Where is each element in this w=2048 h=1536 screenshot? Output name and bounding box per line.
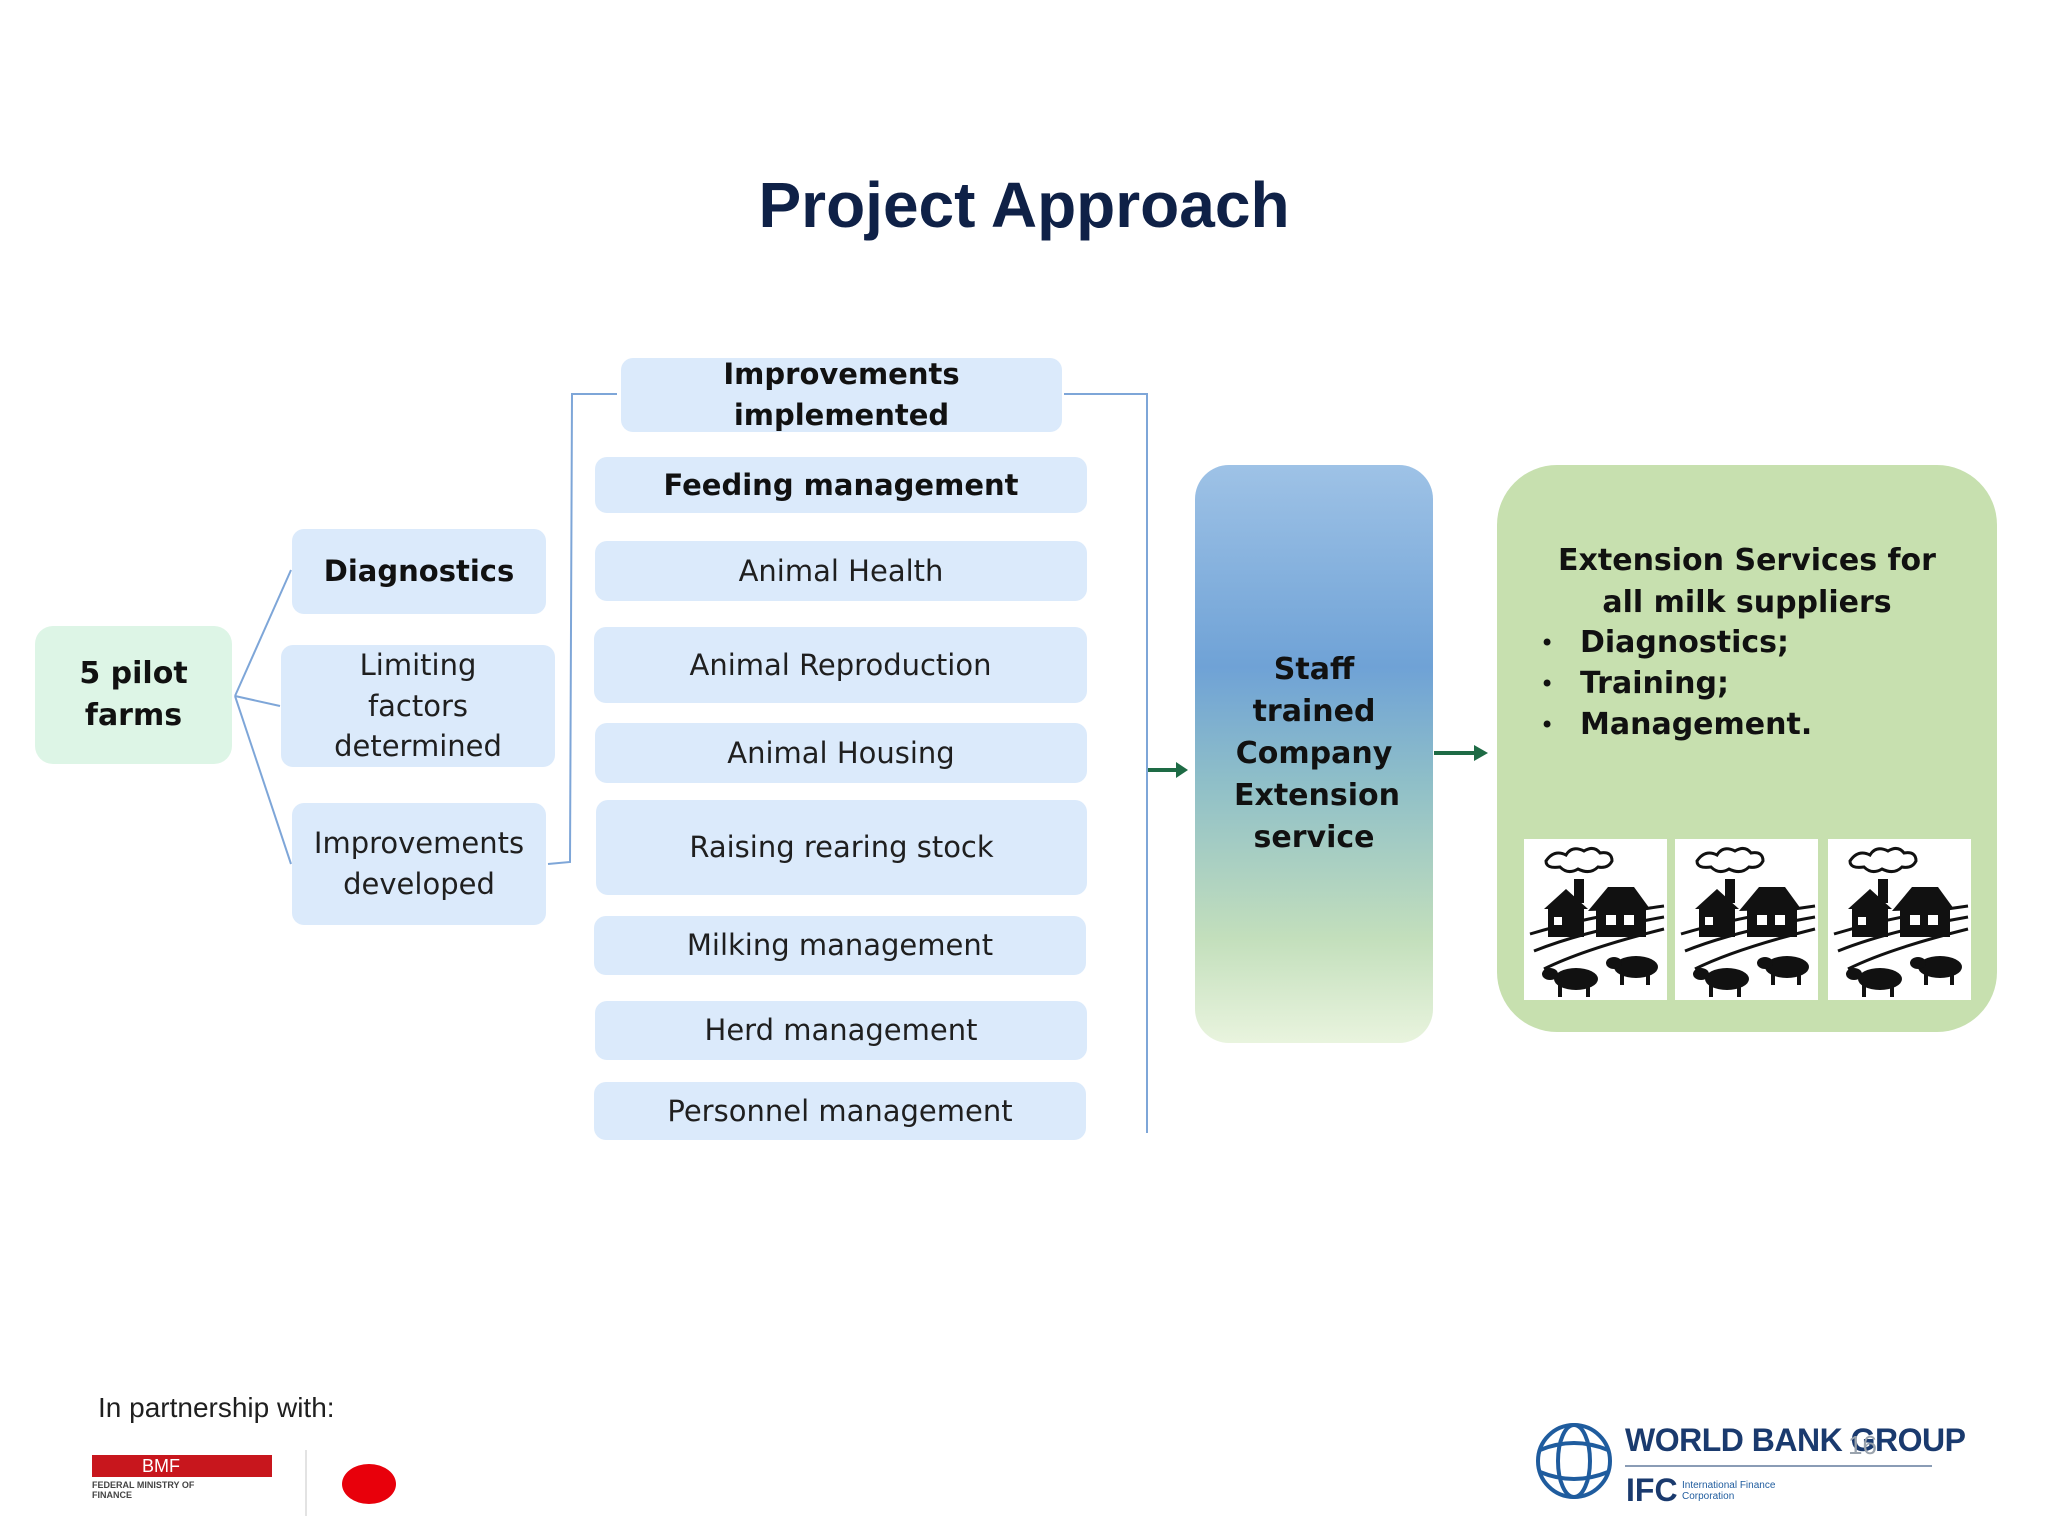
list-item-label: Animal Housing — [727, 735, 955, 770]
staff-trained-label: Staff trained Company Extension service — [1234, 652, 1400, 855]
connector-line — [234, 569, 292, 697]
pilot-farms-box: 5 pilot farms — [35, 626, 232, 764]
list-item-rearing: Raising rearing stock — [596, 800, 1087, 895]
bullet-text: Training; — [1580, 666, 1729, 701]
arrow-to-staff — [1148, 762, 1188, 778]
world-bank-group-label: WORLD BANK GROUP — [1625, 1422, 1966, 1458]
page-title: Project Approach — [758, 169, 1290, 241]
bullet-item: • Training; — [1540, 663, 1812, 704]
list-item-label: Personnel management — [667, 1093, 1013, 1128]
bullet-text: Management. — [1580, 707, 1813, 742]
farm-with-cows-icon — [1524, 839, 1667, 1000]
connector-line — [547, 393, 617, 865]
list-item-milking: Milking management — [594, 916, 1086, 975]
list-item-label: Feeding management — [663, 467, 1019, 502]
bullet-dot: • — [1540, 710, 1555, 739]
diagnostics-box: Diagnostics — [292, 529, 546, 614]
bullet-dot: • — [1540, 628, 1555, 657]
extension-bullet-list: • Diagnostics; • Training; • Management. — [1540, 622, 1812, 745]
logo-rule — [1625, 1465, 1932, 1467]
limiting-factors-label: Limiting factors determined — [334, 648, 502, 764]
bullet-text: Diagnostics; — [1580, 625, 1789, 660]
list-item-label: Animal Health — [738, 553, 944, 588]
list-item-label: Milking management — [686, 928, 994, 963]
pilot-farms-label: 5 pilot farms — [79, 656, 188, 733]
logo-divider — [305, 1450, 307, 1516]
connector-line — [1064, 393, 1148, 1133]
improvements-implemented-label: Improvements implemented — [723, 357, 960, 432]
bullet-item: • Management. — [1540, 704, 1812, 745]
list-item-feeding: Feeding management — [595, 457, 1087, 513]
improvements-developed-box: Improvements developed — [292, 803, 546, 925]
extension-title: Extension Services for all milk supplier… — [1558, 543, 1936, 620]
list-item-personnel: Personnel management — [594, 1082, 1086, 1140]
diagnostics-label: Diagnostics — [323, 554, 515, 589]
connector-line — [234, 695, 281, 707]
improvements-implemented-header: Improvements implemented — [621, 357, 1062, 432]
list-item-label: Animal Reproduction — [689, 647, 992, 682]
connector-line — [234, 695, 292, 865]
bullet-dot: • — [1540, 669, 1555, 698]
farm-with-cows-icon — [1828, 839, 1971, 1000]
list-item-health: Animal Health — [595, 541, 1087, 601]
globe-icon — [1536, 1423, 1612, 1499]
limiting-factors-box: Limiting factors determined — [281, 645, 555, 767]
ifc-subtitle: International Finance Corporation — [1682, 1480, 1776, 1502]
page-number: 16 — [1848, 1430, 1877, 1460]
list-item-housing: Animal Housing — [595, 723, 1087, 783]
list-item-label: Herd management — [704, 1013, 978, 1048]
staff-trained-box: Staff trained Company Extension service — [1195, 465, 1433, 1043]
partnership-label: In partnership with: — [98, 1392, 335, 1423]
bmf-logo: BMF FEDERAL MINISTRY OF FINANCE — [92, 1455, 272, 1515]
red-circle-logo — [342, 1464, 396, 1504]
bmf-logo-text: BMF — [92, 1455, 272, 1477]
improvements-developed-label: Improvements developed — [313, 826, 525, 901]
ifc-label: IFC — [1626, 1472, 1678, 1508]
bullet-item: • Diagnostics; — [1540, 622, 1812, 663]
bmf-subtitle: FEDERAL MINISTRY OF FINANCE — [92, 1480, 195, 1500]
list-item-label: Raising rearing stock — [689, 830, 994, 865]
list-item-herd: Herd management — [595, 1001, 1087, 1060]
arrow-to-extension — [1434, 745, 1488, 761]
list-item-reproduction: Animal Reproduction — [594, 627, 1087, 703]
farm-with-cows-icon — [1675, 839, 1818, 1000]
